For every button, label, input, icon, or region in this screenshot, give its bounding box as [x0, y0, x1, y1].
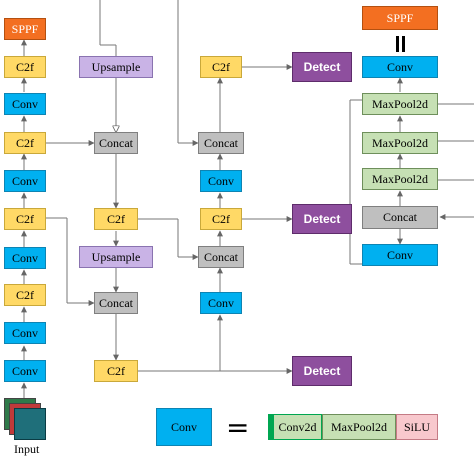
head-conv-lower: Conv	[200, 292, 242, 314]
detect-bottom: Detect	[292, 356, 352, 386]
legend-maxpool2d: MaxPool2d	[322, 414, 396, 440]
upsample-top: Upsample	[79, 56, 153, 78]
legend-equals: =	[226, 411, 250, 444]
input-image-layer-3	[14, 408, 46, 440]
backbone-conv-5: Conv	[4, 360, 46, 382]
backbone-c2f-2: C2f	[4, 132, 46, 154]
sppf-conv-bottom: Conv	[362, 244, 438, 266]
sppf-concat: Concat	[362, 206, 438, 229]
backbone-c2f-4: C2f	[4, 284, 46, 306]
legend-silu: SiLU	[396, 414, 438, 440]
detect-top: Detect	[292, 52, 352, 82]
sppf-maxpool-3: MaxPool2d	[362, 168, 438, 190]
backbone-conv-1: Conv	[4, 93, 46, 115]
sppf-maxpool-2: MaxPool2d	[362, 132, 438, 154]
concat-bottom-left: Concat	[94, 292, 138, 314]
head-conv-upper: Conv	[200, 170, 242, 192]
backbone-c2f-3: C2f	[4, 208, 46, 230]
equals-bar-right	[402, 36, 405, 52]
legend-conv2d: Conv2d	[268, 414, 322, 440]
concat-top-left: Concat	[94, 132, 138, 154]
detect-mid: Detect	[292, 204, 352, 234]
backbone-c2f-1: C2f	[4, 56, 46, 78]
concat-bottom-right: Concat	[198, 246, 244, 268]
input-label: Input	[14, 442, 40, 456]
concat-top-right: Concat	[198, 132, 244, 154]
legend-conv: Conv	[156, 408, 212, 446]
sppf-detail-title: SPPF	[362, 6, 438, 30]
equals-bar-left	[396, 36, 399, 52]
backbone-conv-4: Conv	[4, 322, 46, 344]
head-c2f-mid: C2f	[200, 208, 242, 230]
backbone-conv-3: Conv	[4, 247, 46, 269]
sppf-maxpool-1: MaxPool2d	[362, 93, 438, 115]
neck-c2f-mid: C2f	[94, 208, 138, 230]
upsample-bottom: Upsample	[79, 246, 153, 268]
backbone-conv-2: Conv	[4, 170, 46, 192]
sppf-block: SPPF	[4, 18, 46, 40]
sppf-conv-top: Conv	[362, 56, 438, 78]
neck-c2f-bottom: C2f	[94, 360, 138, 382]
head-c2f-top: C2f	[200, 56, 242, 78]
